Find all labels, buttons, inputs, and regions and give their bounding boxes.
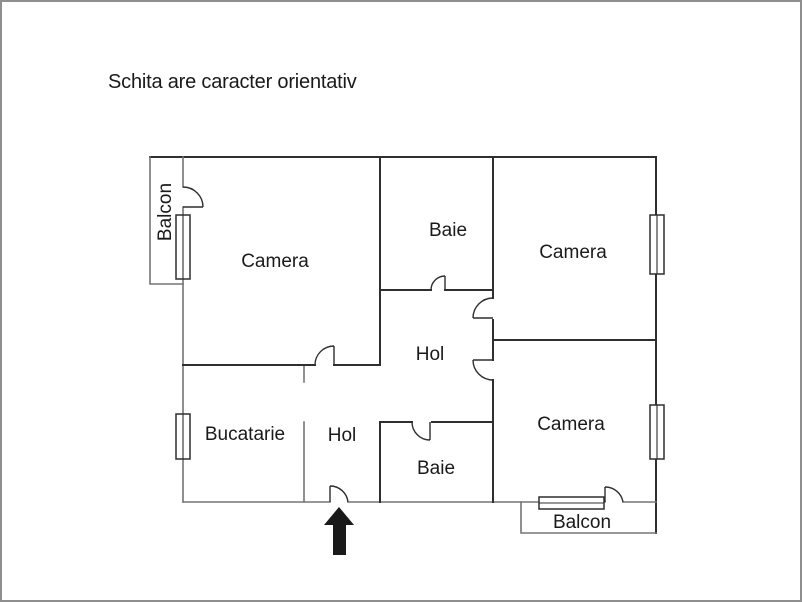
- room-label-baie-top: Baie: [429, 220, 467, 241]
- window-balcon-bottom: [538, 496, 605, 510]
- window-bucatarie: [175, 413, 191, 460]
- room-label-camera-bottom-right: Camera: [537, 414, 605, 435]
- disclaimer-title: Schita are caracter orientativ: [108, 71, 357, 93]
- door-entrance: [329, 485, 349, 503]
- window-camera-bottom-right: [649, 404, 665, 460]
- door-camera-bottom-right: [472, 359, 494, 381]
- window-camera-top-right: [649, 214, 665, 275]
- door-camera-top-left: [314, 345, 335, 366]
- room-label-balcon-bottom: Balcon: [553, 512, 611, 533]
- door-baie-top: [430, 275, 446, 291]
- door-camera-top-right: [472, 297, 494, 319]
- room-label-balcon-left: Balcon: [155, 183, 176, 241]
- room-label-camera-top-left: Camera: [241, 251, 309, 272]
- room-label-camera-top-right: Camera: [539, 242, 607, 263]
- room-label-baie-bottom: Baie: [417, 458, 455, 479]
- room-label-hol-middle: Hol: [416, 344, 445, 365]
- door-baie-bottom: [411, 421, 431, 441]
- room-label-hol-bottom: Hol: [328, 425, 357, 446]
- balcon-left-outline: [149, 156, 184, 285]
- entrance-arrow-icon: [324, 507, 354, 555]
- door-balcon-bottom: [604, 486, 624, 503]
- door-balcon-left: [182, 186, 204, 208]
- balcon-bottom-outline: [520, 501, 657, 534]
- window-balcon-left: [175, 214, 191, 280]
- room-label-bucatarie: Bucatarie: [205, 424, 285, 445]
